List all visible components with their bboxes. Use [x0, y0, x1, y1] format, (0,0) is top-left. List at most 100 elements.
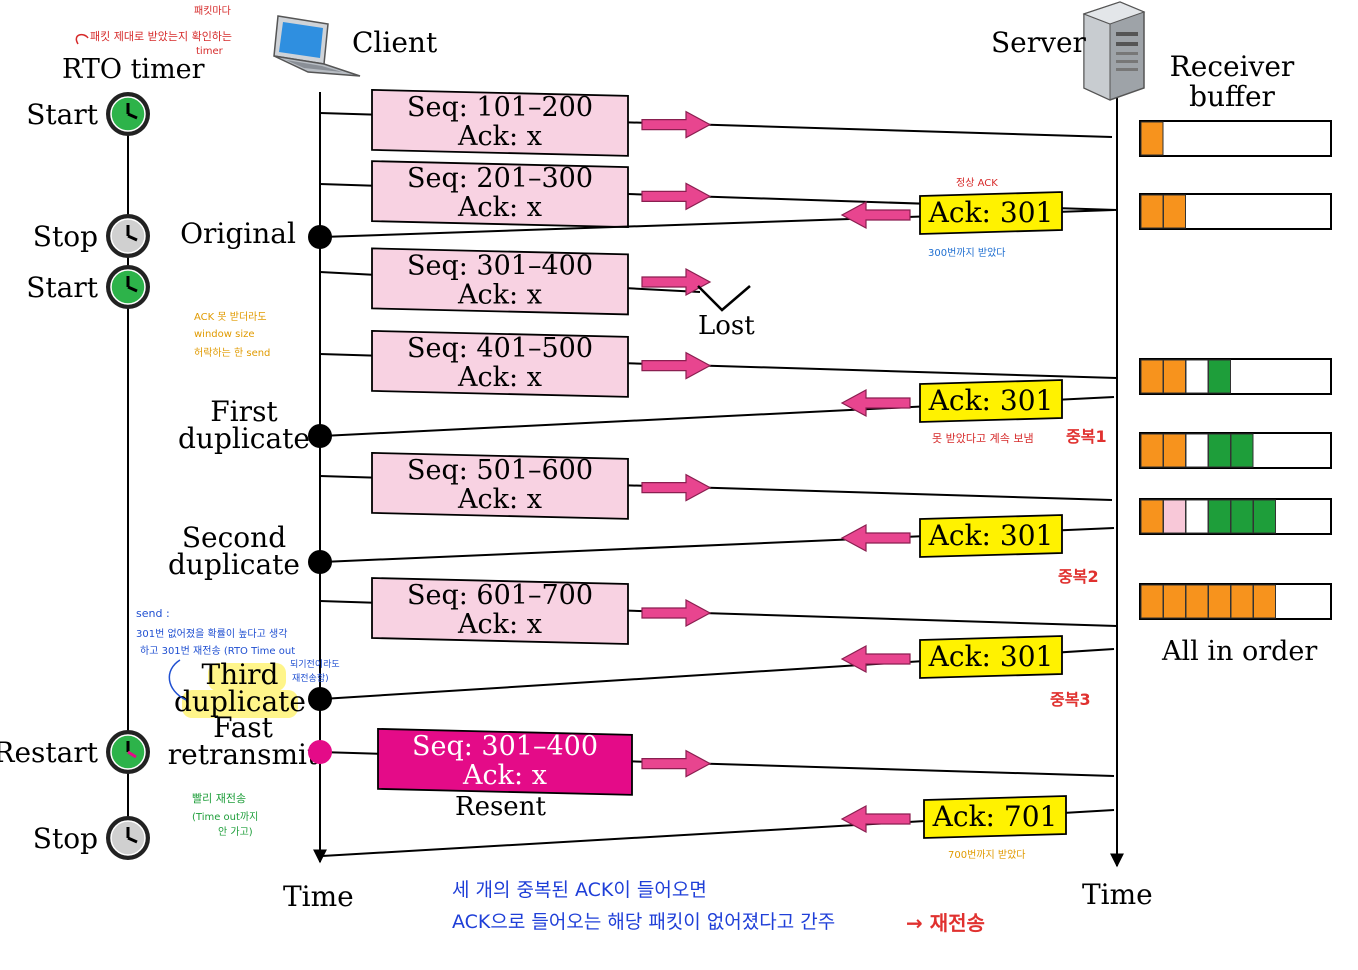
- lost-label: Lost: [698, 311, 755, 341]
- all-in-order-label: All in order: [1161, 636, 1317, 667]
- receiver-buffer-3: [1139, 358, 1332, 395]
- segment-seq-label: Seq: 101–200: [407, 92, 593, 123]
- ack-label: Ack: 301: [928, 384, 1054, 417]
- ack-5: Ack: 701: [321, 795, 1115, 857]
- time-label-server: Time: [1082, 878, 1153, 911]
- rto-timer-event-label: Restart: [0, 736, 99, 769]
- buffer-cell: [1163, 194, 1186, 229]
- event-dot: [308, 225, 332, 249]
- send-note-5: 재전송함): [292, 673, 329, 684]
- ack-box: [919, 514, 1063, 558]
- rto-timer-event-label: Start: [26, 271, 99, 304]
- buffer-cell: [1163, 499, 1186, 534]
- receiver-buffer-label-1: Receiver: [1170, 50, 1295, 83]
- buffer-cell: [1230, 433, 1254, 468]
- event-dot: [308, 740, 332, 764]
- segment-seq-label: Seq: 601–700: [407, 580, 593, 611]
- buffer-cell: [1208, 499, 1231, 534]
- note-arrow-icon: [75, 33, 89, 45]
- buffer-cell: [1208, 433, 1231, 468]
- ack-box: [919, 635, 1063, 679]
- timer-note-3: timer: [196, 46, 224, 57]
- buffer-cell: [1140, 359, 1164, 394]
- segment-ack-label: Ack: x: [457, 192, 542, 223]
- buffer-cell: [1185, 499, 1209, 534]
- buffer-cell: [1253, 584, 1276, 619]
- segment-direction-arrow-icon: [641, 749, 712, 778]
- fast-note-2: (Time out까지: [192, 811, 258, 823]
- buffer-cell: [1208, 584, 1231, 619]
- segment-ack-label: Ack: x: [457, 609, 542, 640]
- buffer-cell: [1163, 584, 1186, 619]
- client-event-1: Original: [180, 217, 332, 250]
- receiver-buffer-2: [1139, 193, 1332, 230]
- buffer-cell: [1163, 433, 1186, 468]
- ack-label: Ack: 301: [928, 196, 1054, 229]
- segment-direction-arrow-icon: [641, 267, 712, 297]
- client-event-label: Second: [182, 521, 286, 554]
- buffer-cell: [1163, 359, 1186, 394]
- segment-box: [377, 727, 633, 796]
- dup1-note: 중복1: [1066, 427, 1107, 446]
- send-note-2: 301번 없어졌을 확률이 높다고 생각: [136, 627, 287, 640]
- segment-direction-arrow-icon: [641, 351, 712, 380]
- ack-direction-arrow-icon: [840, 523, 911, 553]
- send-note-bracket-icon: [168, 659, 187, 701]
- client-event-label: Third: [202, 658, 279, 691]
- fast-note-3: 안 가고): [218, 826, 253, 838]
- normal-ack-note: 정상 ACK: [956, 177, 998, 189]
- ack-label: Ack: 301: [928, 519, 1054, 552]
- buffer-cell: [1253, 499, 1276, 534]
- client-event-label: duplicate: [168, 548, 300, 581]
- buffer-cell: [1208, 359, 1231, 394]
- segment-box: [371, 577, 629, 645]
- client-event-label: Fast: [213, 711, 274, 744]
- annotations: 패킷 제대로 받았는지 확인하는 패킷마다 timer 정상 ACK 300번까…: [75, 5, 1107, 935]
- receiver-buffer-label-2: buffer: [1189, 80, 1275, 113]
- ack-label: Ack: 701: [932, 800, 1058, 833]
- client-event-label: retransmit: [168, 738, 319, 771]
- buffer-cell: [1185, 584, 1209, 619]
- rto-timer-event-3: Start: [26, 265, 150, 309]
- segment-seq-label: Seq: 401–500: [407, 333, 593, 364]
- rto-timer-event-label: Stop: [33, 822, 98, 855]
- received-300-note: 300번까지 받았다: [928, 247, 1005, 259]
- send-note-3: 하고 301번 재전송 (RTO Time out: [140, 644, 295, 657]
- buffer-frame: [1139, 120, 1332, 157]
- receiver-buffer-5: [1139, 498, 1332, 535]
- ack-direction-arrow-icon: [840, 804, 911, 834]
- ack-direction-arrow-icon: [840, 200, 911, 230]
- bottom-note-3: → 재전송: [906, 911, 985, 935]
- event-dot: [308, 550, 332, 574]
- receiver-buffer-6: [1139, 583, 1332, 620]
- server-label: Server: [991, 26, 1087, 59]
- ack-2: Ack: 301: [321, 379, 1115, 437]
- lost-arrow: [697, 285, 751, 312]
- server-icon: [1082, 1, 1146, 101]
- buffer-cell: [1185, 433, 1209, 468]
- segment-box: [371, 329, 629, 398]
- window-note-3: 허락하는 한 send: [194, 346, 270, 359]
- fast-note-1: 빨리 재전송: [192, 792, 246, 805]
- bottom-note-1: 세 개의 중복된 ACK이 들어오면: [452, 879, 707, 901]
- ack-box: [923, 795, 1067, 839]
- clock-icon: [106, 816, 150, 860]
- timer-note-2: 패킷마다: [194, 5, 231, 17]
- rto-timer-event-label: Stop: [33, 220, 98, 253]
- segment-ack-label: Ack: x: [457, 279, 542, 310]
- segment-direction-arrow-icon: [641, 473, 712, 502]
- buffer-cell: [1140, 121, 1164, 156]
- ack-direction-arrow-icon: [840, 388, 911, 418]
- rto-timer-label: RTO timer: [62, 54, 205, 85]
- buffer-cell: [1140, 433, 1164, 468]
- segment-seq-label: Seq: 501–600: [407, 455, 593, 486]
- buffer-cell: [1140, 584, 1164, 619]
